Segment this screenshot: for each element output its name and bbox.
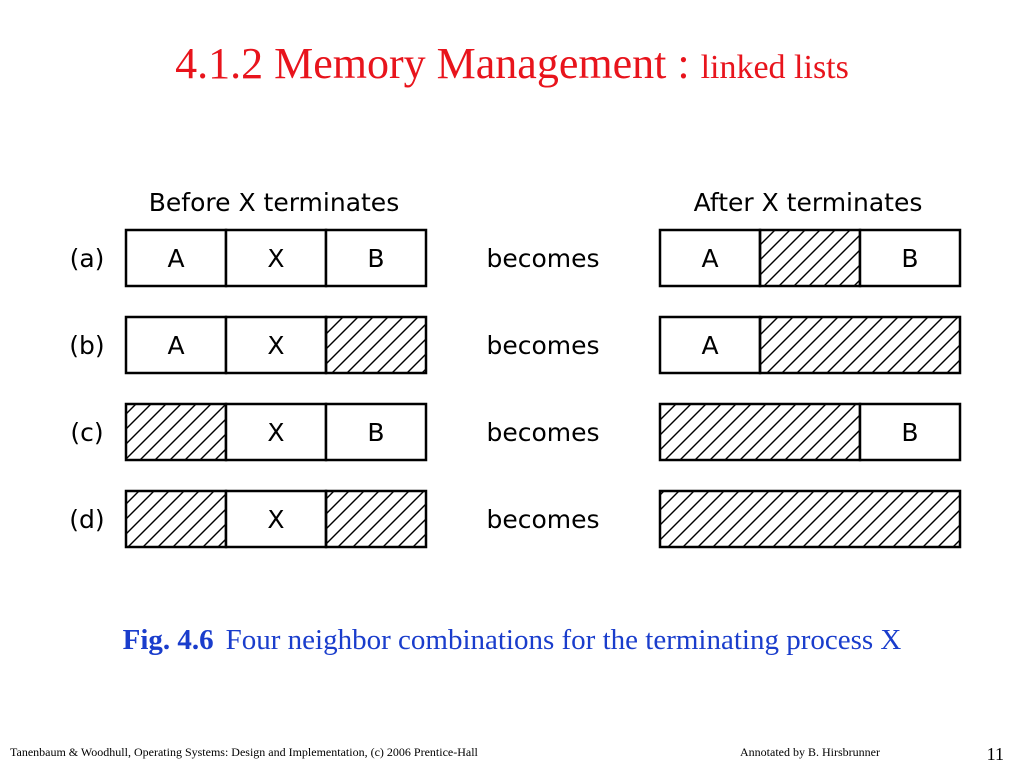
after-header: After X terminates: [694, 188, 923, 217]
before-segment-label: A: [167, 244, 184, 273]
before-segment-hole: [124, 489, 228, 549]
before-segment-process: [124, 228, 228, 288]
figure-caption-text: Four neighbor combinations for the termi…: [225, 624, 902, 656]
after-segment-label: B: [901, 244, 918, 273]
after-segment-hole: [658, 402, 862, 462]
row-label: (b): [69, 331, 104, 360]
after-segment-hole: [758, 315, 962, 375]
before-header: Before X terminates: [149, 188, 399, 217]
after-segment-process: [658, 228, 762, 288]
after-segment-process: [858, 228, 962, 288]
after-segment-label: A: [701, 331, 718, 360]
figure-caption: Fig. 4.6 Four neighbor combinations for t…: [0, 624, 1024, 657]
slide-title-main: 4.1.2 Memory Management :: [175, 39, 701, 88]
slide-title-sub: linked lists: [700, 49, 849, 86]
after-segment-process: [658, 315, 762, 375]
before-segment-process: [224, 402, 328, 462]
figure-label: Fig. 4.6: [122, 624, 214, 656]
becomes-label: becomes: [486, 244, 599, 273]
before-segment-hole: [324, 489, 428, 549]
before-segment-label: B: [367, 418, 384, 447]
becomes-label: becomes: [486, 418, 599, 447]
becomes-label: becomes: [486, 331, 599, 360]
before-segment-label: B: [367, 244, 384, 273]
before-segment-label: X: [267, 244, 284, 273]
slide-title: 4.1.2 Memory Management : linked lists: [0, 38, 1024, 89]
after-segment-process: [858, 402, 962, 462]
after-segment-label: A: [701, 244, 718, 273]
page-number: 11: [986, 744, 1004, 764]
after-segment-label: B: [901, 418, 918, 447]
before-segment-process: [224, 489, 328, 549]
footer-citation: Tanenbaum & Woodhull, Operating Systems:…: [10, 745, 478, 759]
row-label: (d): [69, 505, 104, 534]
before-segment-hole: [124, 402, 228, 462]
footer-annotation: Annotated by B. Hirsbrunner: [740, 745, 880, 759]
becomes-label: becomes: [486, 505, 599, 534]
before-segment-process: [324, 228, 428, 288]
before-segment-label: X: [267, 418, 284, 447]
before-segment-label: X: [267, 331, 284, 360]
after-segment-hole: [658, 489, 962, 549]
before-segment-process: [124, 315, 228, 375]
before-segment-label: X: [267, 505, 284, 534]
before-segment-process: [324, 402, 428, 462]
after-segment-hole: [758, 228, 862, 288]
row-label: (c): [70, 418, 103, 447]
before-segment-hole: [324, 315, 428, 375]
row-label: (a): [70, 244, 105, 273]
before-segment-label: A: [167, 331, 184, 360]
